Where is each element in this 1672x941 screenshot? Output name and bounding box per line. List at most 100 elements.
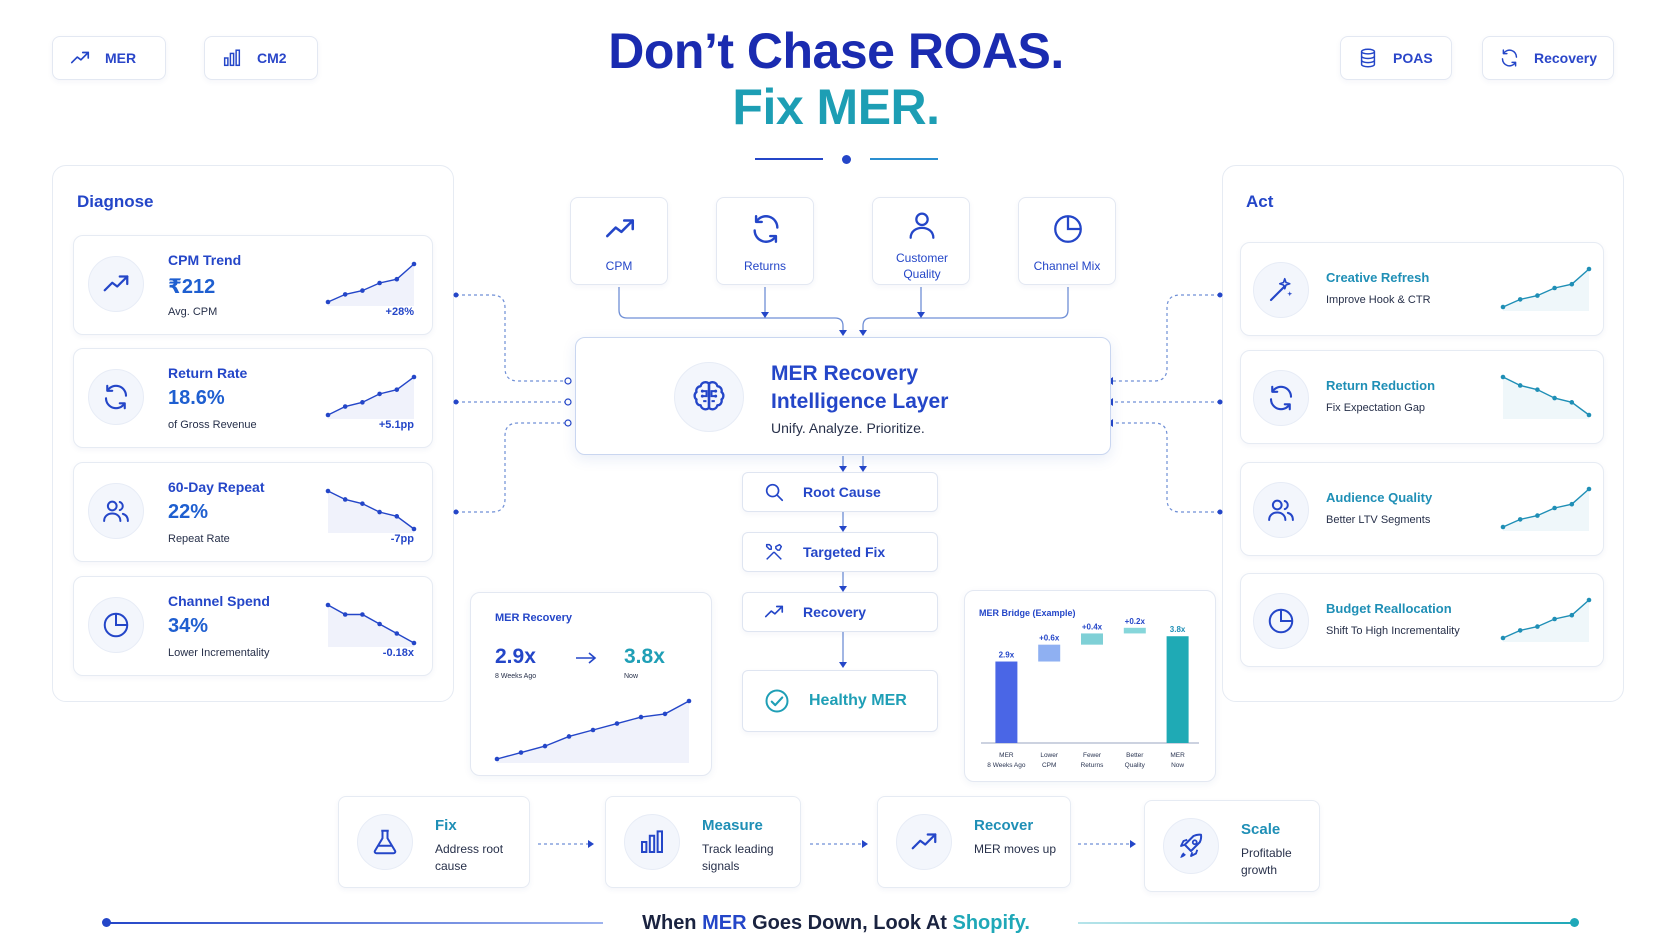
sparkline-line <box>1502 488 1590 528</box>
loop-card-scale[interactable]: Scale Profitable growth <box>1144 800 1320 892</box>
sparkline-point <box>1517 628 1523 633</box>
sparkline-point <box>394 276 400 282</box>
sparkline-point <box>614 721 620 726</box>
badge-recovery[interactable]: Recovery <box>1482 36 1614 80</box>
pie-chart-icon-circle <box>88 597 144 653</box>
loop-card-fix[interactable]: Fix Address root cause <box>338 796 530 888</box>
badge-cm2[interactable]: CM2 <box>204 36 318 80</box>
sparkline-area <box>1503 489 1589 531</box>
footer-highlight-mer: MER <box>702 912 747 934</box>
loop-card-measure[interactable]: Measure Track leading signals <box>605 796 801 888</box>
sparkline-point <box>566 734 572 739</box>
diagnose-metric-card[interactable]: 60-Day Repeat 22% Repeat Rate -7pp <box>73 462 433 562</box>
bridge-category-label: Now <box>1171 762 1184 769</box>
metric-value: 34% <box>168 615 209 637</box>
badge-mer[interactable]: MER <box>52 36 166 80</box>
bridge-category-label: Returns <box>1081 762 1105 769</box>
input-card-label: Channel Mix <box>1033 259 1101 273</box>
diagnose-metric-card[interactable]: CPM Trend ₹212 Avg. CPM +28% <box>73 235 433 335</box>
bar-chart-icon-circle <box>624 814 680 870</box>
badge-mer-label: MER <box>105 50 137 66</box>
input-card-returns[interactable]: Returns <box>716 197 814 285</box>
diagnose-metric-card[interactable]: Channel Spend 34% Lower Incrementality -… <box>73 576 433 676</box>
sparkline-point <box>342 404 348 409</box>
sparkline-point <box>411 261 417 267</box>
bar-chart-icon <box>637 827 667 857</box>
sparkline-point <box>394 631 400 636</box>
input-card-channel-mix[interactable]: Channel Mix <box>1018 197 1116 285</box>
sparkline-point <box>342 292 348 297</box>
flask-icon <box>370 827 400 857</box>
footer-dot-left <box>102 918 111 927</box>
bridge-data-label: 3.8x <box>1170 625 1186 634</box>
metric-delta: +5.1pp <box>378 419 414 431</box>
loop-sub: Track leading signals <box>702 842 774 873</box>
step-root-cause[interactable]: Root Cause <box>742 472 938 512</box>
sparkline-point <box>411 640 417 646</box>
step-healthy-mer[interactable]: Healthy MER <box>742 670 938 732</box>
badge-poas[interactable]: POAS <box>1340 36 1452 80</box>
trend-up-icon <box>603 212 637 246</box>
metric-delta: -0.18x <box>382 647 414 659</box>
action-title: Creative Refresh <box>1326 270 1430 285</box>
mer-recovery-to-label: Now <box>624 673 639 680</box>
badge-cm2-label: CM2 <box>257 50 287 66</box>
mer-recovery-from-value: 2.9x <box>495 645 536 668</box>
footer-text: Goes Down, Look At <box>746 912 953 934</box>
act-action-card[interactable]: Return Reduction Fix Expectation Gap <box>1240 350 1604 444</box>
action-sparkline <box>1500 597 1592 642</box>
step-targeted-fix[interactable]: Targeted Fix <box>742 532 938 572</box>
action-sub: Improve Hook & CTR <box>1326 294 1431 306</box>
input-card-cpm[interactable]: CPM <box>570 197 668 285</box>
intelligence-layer-card[interactable]: MER Recovery Intelligence Layer Unify. A… <box>575 337 1111 455</box>
metric-sparkline <box>325 602 417 647</box>
mer-bridge-title: MER Bridge (Example) <box>979 608 1076 618</box>
bridge-category-label: Lower <box>1040 752 1059 759</box>
metric-sub: Lower Incrementality <box>168 647 270 659</box>
bridge-category-label: MER <box>1170 752 1185 759</box>
sparkline-point <box>1535 387 1540 392</box>
sparkline-point <box>1517 383 1523 388</box>
pie-chart-icon-circle <box>1253 593 1309 649</box>
metric-title: CPM Trend <box>168 252 242 268</box>
sparkline-point <box>1569 281 1575 287</box>
footer-text: When <box>642 912 703 934</box>
sparkline-point <box>590 727 596 733</box>
title-divider-right <box>870 158 938 160</box>
sparkline-point <box>1586 597 1592 603</box>
footer-highlight-shopify: Shopify. <box>952 912 1030 934</box>
loop-card-recover[interactable]: Recover MER moves up <box>877 796 1071 888</box>
diagnose-metric-card[interactable]: Return Rate 18.6% of Gross Revenue +5.1p… <box>73 348 433 448</box>
sparkline-point <box>325 488 331 494</box>
sparkline-point <box>1552 616 1557 622</box>
step-recovery[interactable]: Recovery <box>742 592 938 632</box>
sparkline-point <box>394 387 400 392</box>
metric-sparkline <box>325 261 417 306</box>
loop-sub: Profitable growth <box>1241 846 1292 877</box>
flask-icon-circle <box>357 814 413 870</box>
loop-sub: MER moves up <box>974 842 1057 856</box>
input-card-customer-quality[interactable]: Customer Quality <box>872 197 970 285</box>
bridge-category-label: Better <box>1126 752 1144 759</box>
metric-value: 18.6% <box>168 387 225 409</box>
sparkline-area <box>328 491 414 533</box>
sparkline-point <box>377 280 382 286</box>
sparkline-point <box>1552 505 1557 511</box>
sparkline-point <box>1569 400 1575 405</box>
bridge-category-label: Fewer <box>1083 752 1102 759</box>
act-action-card[interactable]: Budget Reallocation Shift To High Increm… <box>1240 573 1604 667</box>
sparkline-point <box>1500 374 1506 380</box>
footer-tagline: When MER Goes Down, Look At Shopify. <box>600 912 1072 935</box>
action-sparkline <box>1500 374 1592 419</box>
sparkline-area <box>328 264 414 306</box>
metric-title: Return Rate <box>168 365 248 381</box>
act-action-card[interactable]: Creative Refresh Improve Hook & CTR <box>1240 242 1604 336</box>
act-action-card[interactable]: Audience Quality Better LTV Segments <box>1240 462 1604 556</box>
bridge-data-label: 2.9x <box>999 651 1015 660</box>
loop-sub: Address root cause <box>435 842 504 873</box>
action-sub: Better LTV Segments <box>1326 514 1431 526</box>
bridge-bar <box>1123 627 1146 634</box>
sparkline-point <box>494 756 500 762</box>
badge-recovery-label: Recovery <box>1533 50 1597 66</box>
